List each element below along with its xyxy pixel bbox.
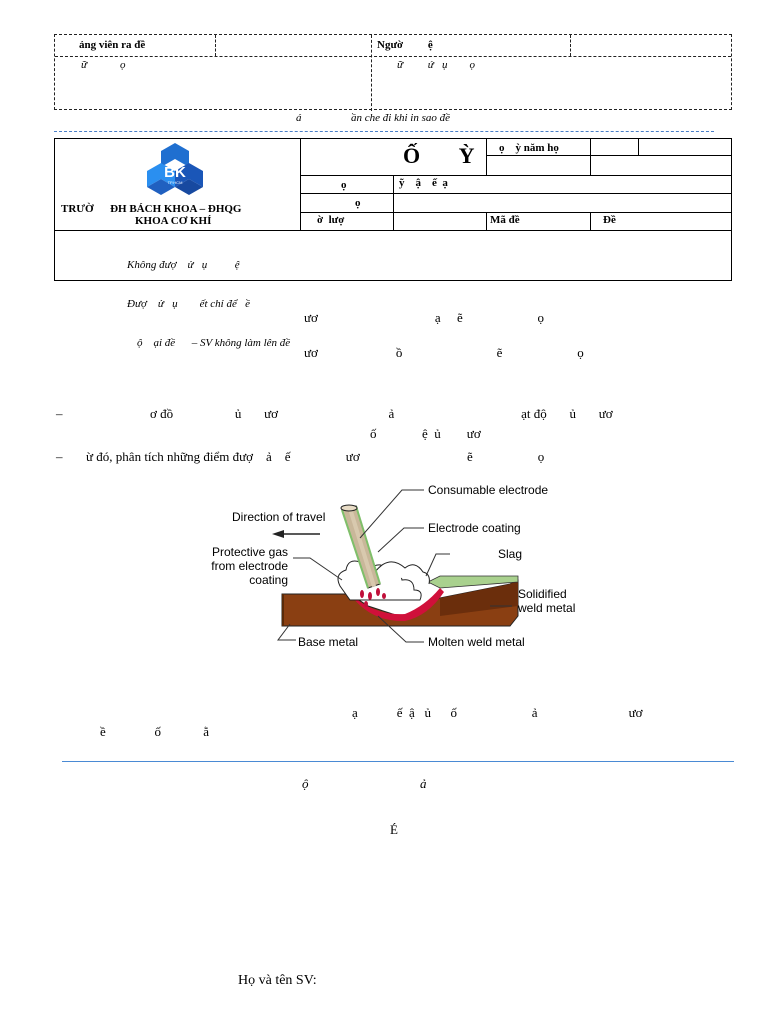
- reviewer-label: Ngườ ệ: [377, 39, 433, 51]
- svg-text:coating: coating: [249, 573, 288, 587]
- student-name-label: Họ và tên SV:: [238, 973, 317, 988]
- svg-text:BK: BK: [164, 164, 186, 181]
- bullet-2: ừ đó, phân tích những điểm đượ ả ế ươ ẽ …: [86, 449, 545, 464]
- term-label: ọ ỳ năm họ: [499, 142, 559, 154]
- answer-section-label-a: ộ: [302, 776, 309, 791]
- faculty-name: KHOA CƠ KHÍ: [135, 215, 212, 227]
- svg-text:Slag: Slag: [498, 547, 522, 561]
- bullet-1-line-a: ơ đồ ủ ươ ả ạt độ ủ ươ: [150, 406, 613, 421]
- svg-text:Solidified: Solidified: [518, 587, 567, 601]
- bullet-dash: –: [56, 406, 63, 421]
- signature-header-row: [55, 35, 731, 57]
- svg-text:TP.HCM: TP.HCM: [168, 180, 183, 185]
- answer-section-label-b: ả: [420, 776, 427, 791]
- welding-illustration: Consumable electrode Direction of travel…: [211, 483, 575, 649]
- svg-text:Base metal: Base metal: [298, 635, 358, 649]
- section-divider: [62, 761, 734, 762]
- svg-text:Molten weld metal: Molten weld metal: [428, 635, 525, 649]
- print-note: á ần che đi khi in sao đề: [296, 112, 450, 124]
- svg-text:from electrode: from electrode: [211, 559, 288, 573]
- duration-label: ờ lượ: [317, 214, 345, 226]
- exam-title: Ố Ỳ: [403, 143, 475, 168]
- svg-text:Consumable electrode: Consumable electrode: [428, 483, 548, 497]
- question-2-line-b: ề ố ằ: [100, 724, 210, 739]
- exam-number-label: Đề: [603, 214, 616, 226]
- svg-text:Electrode coating: Electrode coating: [428, 521, 521, 535]
- bk-logo-icon: BK TP.HCM: [147, 143, 203, 195]
- exam-code-label: Mã đề: [490, 214, 520, 226]
- course-code-label: ọ: [355, 197, 361, 209]
- svg-text:weld metal: weld metal: [517, 601, 575, 615]
- school-name: TRƯỜ ĐH BÁCH KHOA – ĐHQG: [61, 203, 242, 215]
- smaw-welding-diagram: Consumable electrode Direction of travel…: [200, 476, 600, 656]
- lecturer-signature-table: ảng viên ra đề Ngườ ệ ữ ọ ữ ứ ụ ọ: [54, 34, 732, 111]
- bullet-dash: –: [56, 449, 63, 464]
- course-name: ỹ ậ ế ạ: [399, 177, 448, 189]
- course-label: ọ: [341, 179, 347, 191]
- question-line-1: ươ ạ ẽ ọ: [304, 310, 544, 325]
- reviewer-sign-label: ữ ứ ụ ọ: [397, 59, 475, 71]
- exam-header-table: BK TP.HCM TRƯỜ ĐH BÁCH KHOA – ĐHQG KHOA …: [54, 138, 732, 349]
- cut-line: [54, 131, 714, 132]
- divider: [371, 35, 372, 111]
- answer-heading: É: [390, 822, 398, 837]
- lecturer-label: ảng viên ra đề: [79, 39, 146, 51]
- question-line-2: ươ ồ ẽ ọ: [304, 345, 584, 360]
- lecturer-sign-label: ữ ọ: [81, 59, 126, 71]
- divider: [570, 35, 571, 56]
- bullet-1-line-b: ố ệ ủ ươ: [370, 426, 481, 441]
- divider: [215, 35, 216, 56]
- svg-text:Protective gas: Protective gas: [212, 545, 288, 559]
- exam-rules: Không đượ ử ụ ệ Đượ ử ụ ết chỉ để ề ộ ại…: [127, 259, 291, 349]
- svg-text:Direction of travel: Direction of travel: [232, 510, 325, 524]
- question-2-line-a: ạ ế ậ ủ ố ả ươ: [352, 705, 643, 720]
